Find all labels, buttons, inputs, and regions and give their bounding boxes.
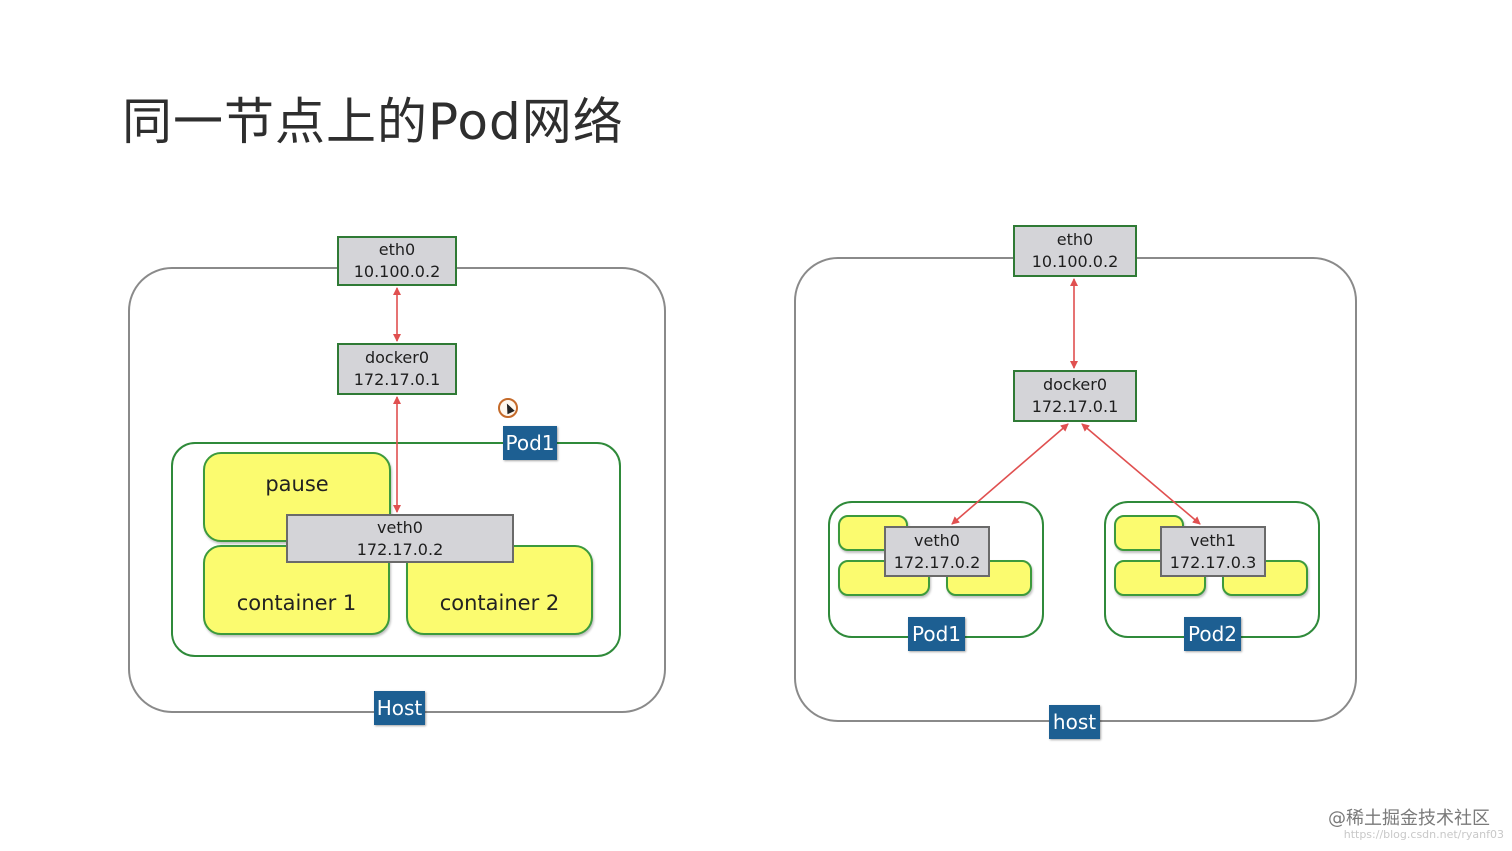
right-eth0-ip: 10.100.0.2 [1031, 252, 1119, 271]
left-eth0-box: eth0 10.100.0.2 [337, 236, 457, 286]
right-veth1-ip: 172.17.0.3 [1169, 552, 1257, 572]
page-title: 同一节点上的Pod网络 [122, 93, 624, 151]
pause-label: pause [265, 472, 329, 496]
left-veth0-name: veth0 [377, 517, 423, 537]
left-veth0-ip: 172.17.0.2 [356, 539, 444, 559]
left-host-tag: Host [374, 691, 425, 725]
left-docker0-name: docker0 [364, 348, 430, 367]
right-eth0-name: eth0 [1056, 230, 1094, 249]
container-1-label: container 1 [236, 591, 357, 615]
right-docker0-name: docker0 [1042, 375, 1108, 394]
cursor-icon [498, 398, 518, 418]
right-pod1-tag: Pod1 [908, 617, 965, 651]
right-docker0-box: docker0 172.17.0.1 [1013, 370, 1137, 422]
right-docker0-veth1-link [1081, 423, 1201, 525]
right-docker0-ip: 172.17.0.1 [1031, 397, 1119, 416]
watermark-url: https://blog.csdn.net/ryanf03 [1343, 828, 1504, 841]
right-veth0-box: veth0 172.17.0.2 [884, 526, 990, 577]
left-veth0-box: veth0 172.17.0.2 [286, 514, 514, 563]
right-veth1-box: veth1 172.17.0.3 [1160, 526, 1266, 577]
right-docker0-veth0-link [951, 423, 1069, 525]
right-pod2-tag: Pod2 [1184, 617, 1241, 651]
right-host-tag: host [1049, 705, 1100, 739]
left-docker0-ip: 172.17.0.1 [353, 370, 441, 389]
left-pod1-tag: Pod1 [503, 426, 557, 460]
left-eth0-name: eth0 [378, 240, 416, 259]
right-veth0-ip: 172.17.0.2 [893, 552, 981, 572]
left-eth0-ip: 10.100.0.2 [353, 262, 441, 281]
right-veth1-name: veth1 [1190, 530, 1236, 550]
left-docker0-box: docker0 172.17.0.1 [337, 343, 457, 395]
container-2-label: container 2 [439, 591, 560, 615]
right-veth0-name: veth0 [914, 530, 960, 550]
watermark: @稀土掘金技术社区 [1328, 808, 1490, 829]
container-1: container 1 [203, 545, 390, 635]
right-eth0-box: eth0 10.100.0.2 [1013, 225, 1137, 277]
